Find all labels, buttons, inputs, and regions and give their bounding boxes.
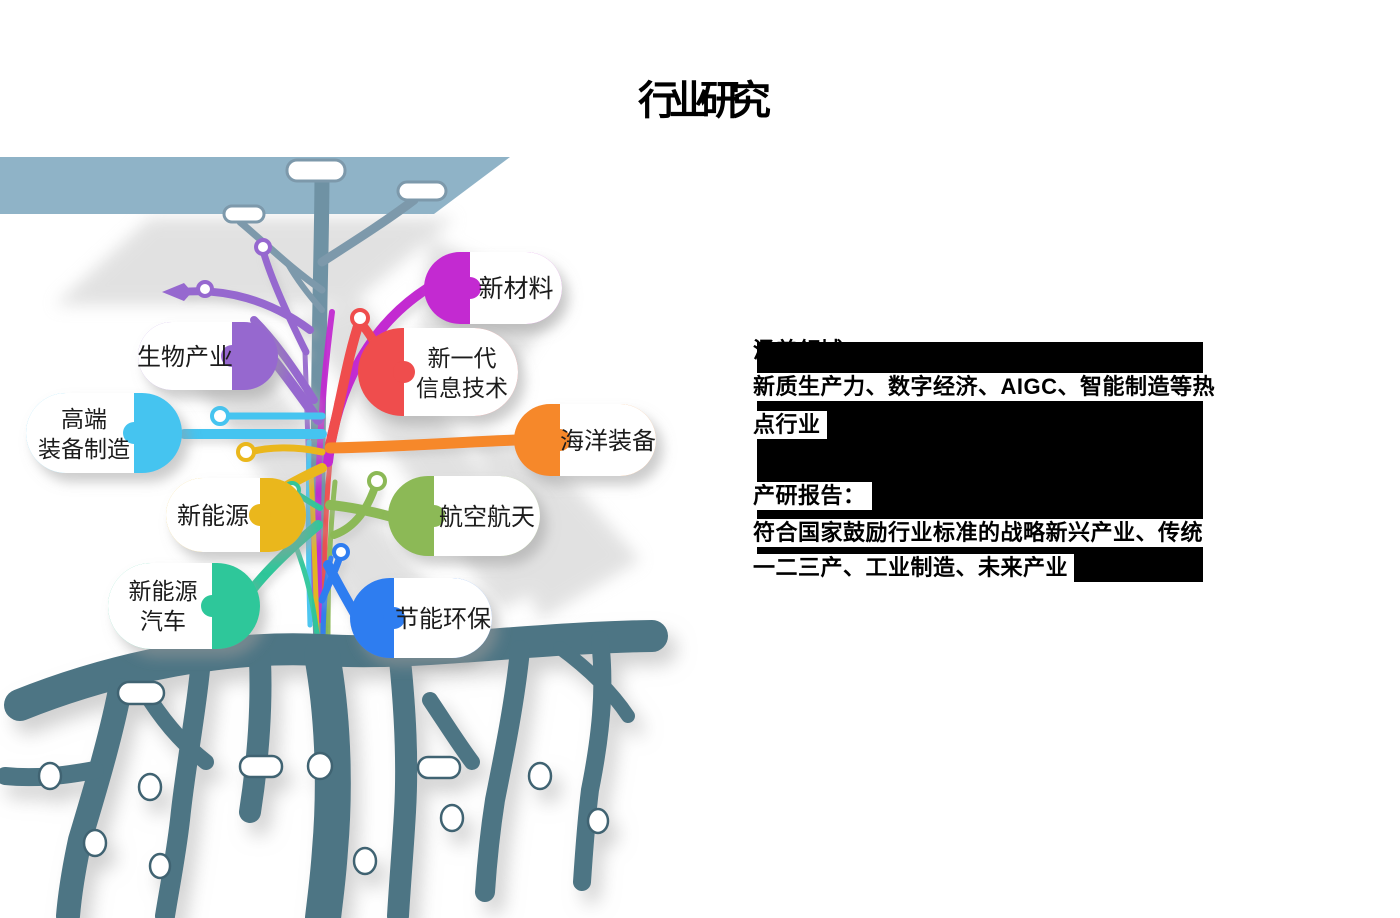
trunk-strand xyxy=(315,309,335,623)
page-title: 行业研究 xyxy=(638,79,771,123)
label-pill-new-energy: 新能源 xyxy=(166,478,306,552)
branch-node xyxy=(196,280,214,298)
label-text-high-end-equipment: 高端 xyxy=(61,407,107,432)
root-bead xyxy=(527,761,553,791)
label-text-biotech: 生物产业 xyxy=(137,344,233,371)
root-arm xyxy=(142,692,214,770)
branch-node xyxy=(254,238,272,256)
root-bead xyxy=(352,846,378,876)
panel-block2-line1: 符合国家鼓励行业标准的战略新兴产业、传统 xyxy=(753,519,1210,547)
label-text-marine-equipment: 海洋装备 xyxy=(560,428,656,455)
label-text-next-gen-it: 信息技术 xyxy=(416,376,508,401)
root-arm xyxy=(387,649,418,918)
root-beads xyxy=(37,680,610,880)
label-pill-aerospace: 航空航天 xyxy=(388,476,540,556)
branch-node xyxy=(210,406,230,426)
root-bead xyxy=(306,751,334,781)
label-pill-energy-saving: 节能环保 xyxy=(350,578,492,658)
leaf-pill xyxy=(285,158,347,183)
label-text-new-energy: 新能源 xyxy=(177,503,249,530)
root-arm xyxy=(475,640,530,902)
root-bead xyxy=(238,754,284,779)
label-pill-new-materials: 新材料 xyxy=(424,252,562,324)
branch-node xyxy=(332,543,350,561)
label-pill-new-energy-vehicles: 新能源 汽车 xyxy=(108,563,260,649)
root-bead xyxy=(439,803,465,833)
label-text-new-materials: 新材料 xyxy=(478,275,553,303)
label-text-high-end-equipment: 装备制造 xyxy=(38,437,130,462)
root-arm xyxy=(239,649,272,823)
panel-block2-heading: 产研报告： xyxy=(753,482,872,510)
trunk-strand xyxy=(325,479,338,639)
branch-nodes xyxy=(196,238,387,561)
root-bead xyxy=(586,807,610,835)
label-text-new-energy-vehicles: 汽车 xyxy=(140,609,186,634)
root-bead xyxy=(82,828,108,858)
branch-node xyxy=(236,442,256,462)
label-text-new-energy-vehicles: 新能源 xyxy=(129,579,198,604)
branch-path-next-gen-it xyxy=(325,315,365,450)
label-text-next-gen-it: 新一代 xyxy=(428,346,497,371)
trunk-strand xyxy=(308,469,320,635)
branch-node xyxy=(367,471,387,491)
canopy-band xyxy=(0,157,510,214)
root-bead xyxy=(37,761,63,791)
root-arm xyxy=(56,678,132,918)
root-arm xyxy=(155,660,210,918)
label-pill-high-end-equipment: 高端 装备制造 xyxy=(26,393,182,473)
root-arm xyxy=(553,641,635,723)
label-text-energy-saving: 节能环保 xyxy=(395,606,491,633)
root-bead xyxy=(137,772,163,802)
trunk-top-branch xyxy=(236,218,326,294)
label-pill-biotech: 生物产业 xyxy=(137,322,278,390)
leaf-pills xyxy=(222,158,448,224)
roots-group xyxy=(0,620,668,918)
root-bead xyxy=(148,852,172,880)
leaf-pill xyxy=(396,180,448,202)
label-pill-marine-equipment: 海洋装备 xyxy=(514,404,656,476)
branch-path-marine-equipment xyxy=(324,434,522,454)
branch-path-aerospace xyxy=(330,480,380,539)
trunk-top-branch xyxy=(285,261,325,313)
panel-block1-line1: 新质生产力、数字经济、AIGC、智能制造等热 xyxy=(753,373,1222,401)
trunk-top-branch xyxy=(317,195,419,267)
root-bead xyxy=(416,755,462,780)
root-bead xyxy=(116,680,166,706)
panel-block1-line2: 点行业 xyxy=(753,411,827,439)
panel-block2-line2: 一二三产、工业制造、未来产业 xyxy=(753,554,1075,582)
branch-node xyxy=(350,308,370,328)
label-pill-next-gen-it: 新一代 信息技术 xyxy=(358,328,518,416)
branch-path-biotech xyxy=(260,250,310,356)
shadow-streak xyxy=(470,430,640,620)
leaf-pill xyxy=(222,204,266,224)
root-arm xyxy=(422,692,480,770)
label-text-aerospace: 航空航天 xyxy=(439,504,535,531)
root-arm xyxy=(304,637,351,918)
branch-arrow-tip xyxy=(162,283,192,301)
industry-tree-illustration: 新材料 生物产业 新一代 信息技术 高端 装备制造 xyxy=(0,157,668,918)
